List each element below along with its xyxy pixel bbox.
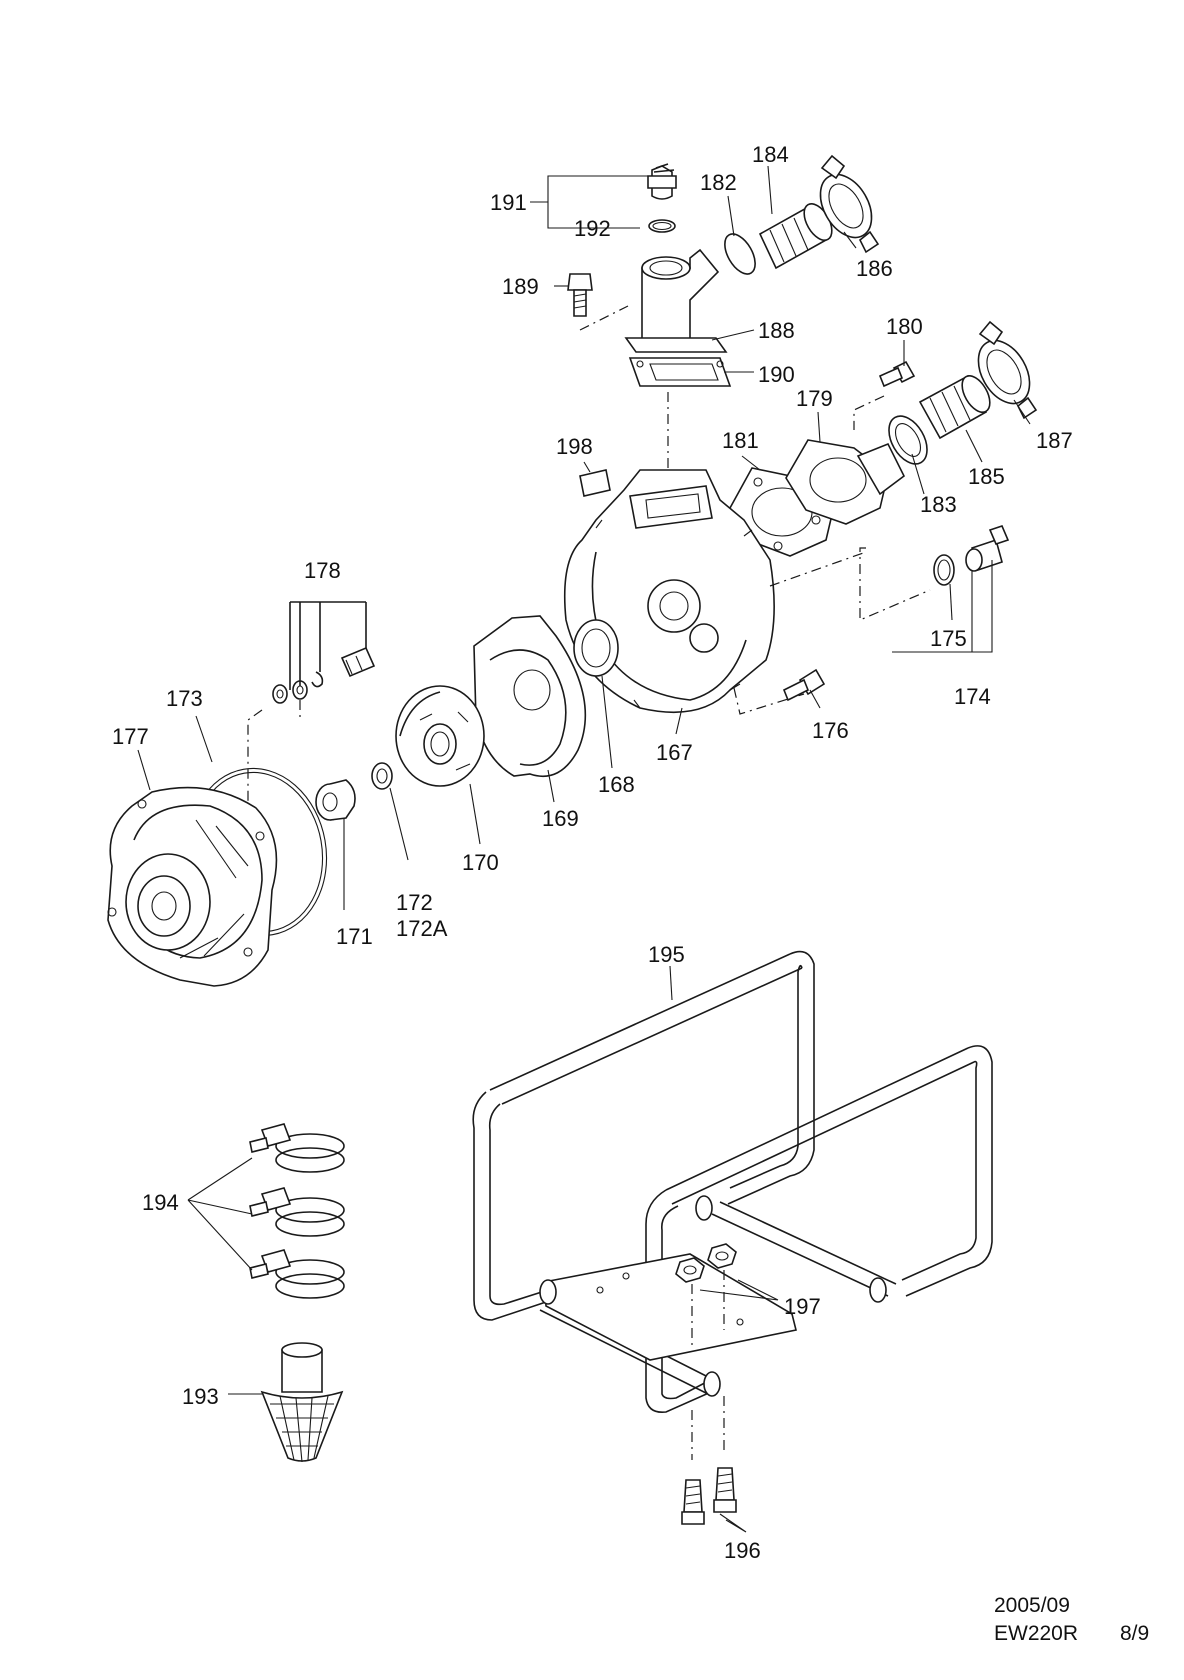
- label-186: 186: [856, 256, 893, 281]
- part-188-outlet-elbow: [624, 248, 728, 353]
- part-174-drain-plug: [965, 525, 1010, 572]
- part-197-nuts: [675, 1243, 737, 1283]
- part-192-oring: [648, 219, 676, 233]
- label-168: 168: [598, 772, 635, 797]
- label-198: 198: [556, 434, 593, 459]
- leader-lines: [137, 165, 1031, 1533]
- label-197: 197: [784, 1294, 821, 1319]
- label-188: 188: [758, 318, 795, 343]
- label-187: 187: [1036, 428, 1073, 453]
- part-193-strainer: [260, 1342, 344, 1463]
- part-172-shim: [371, 762, 393, 790]
- part-178-bolt-set: [272, 646, 376, 704]
- footer-date: 2005/09: [994, 1594, 1070, 1617]
- label-174: 174: [954, 684, 991, 709]
- part-190-gasket: [628, 357, 732, 387]
- label-180: 180: [886, 314, 923, 339]
- label-189: 189: [502, 274, 539, 299]
- label-169: 169: [542, 806, 579, 831]
- label-190: 190: [758, 362, 795, 387]
- part-195-frame: [472, 950, 993, 1414]
- part-194-hose-clamps: [249, 1123, 345, 1299]
- part-177-cover: [107, 786, 278, 987]
- part-189-bolt: [567, 273, 593, 317]
- label-184: 184: [752, 142, 789, 167]
- label-179: 179: [796, 386, 833, 411]
- label-196: 196: [724, 1538, 761, 1563]
- footer-model: EW220R: [994, 1622, 1079, 1645]
- part-180-bolt: [878, 360, 916, 388]
- part-196-bolts: [681, 1467, 737, 1525]
- part-184-hose-connector: [758, 203, 833, 270]
- part-187-coupling-nut: [977, 320, 1038, 420]
- label-178: 178: [304, 558, 341, 583]
- part-186-coupling-nut: [819, 154, 880, 254]
- part-170-impeller: [395, 685, 485, 787]
- part-179-flange: [785, 439, 906, 525]
- part-183-seal: [888, 415, 928, 465]
- label-191: 191: [490, 190, 527, 215]
- label-183: 183: [920, 492, 957, 517]
- part-198-label: [579, 469, 611, 497]
- part-169-volute: [473, 615, 587, 778]
- label-177: 177: [112, 724, 149, 749]
- label-192: 192: [574, 216, 611, 241]
- part-185-hose-connector: [918, 374, 991, 440]
- part-171-bushing: [315, 779, 356, 821]
- label-170: 170: [462, 850, 499, 875]
- part-labels: 191 192 182 184 186 189 188 190 180 179 …: [112, 142, 1073, 1563]
- label-176: 176: [812, 718, 849, 743]
- label-167: 167: [656, 740, 693, 765]
- part-175-oring: [933, 554, 955, 586]
- part-182-seal: [724, 233, 756, 275]
- part-168-seal: [573, 619, 619, 677]
- part-176-bolt: [782, 668, 826, 702]
- label-195: 195: [648, 942, 685, 967]
- label-172: 172: [396, 890, 433, 915]
- label-194: 194: [142, 1190, 179, 1215]
- label-171: 171: [336, 924, 373, 949]
- label-185: 185: [968, 464, 1005, 489]
- label-175: 175: [930, 626, 967, 651]
- footer-page: 8/9: [1120, 1622, 1150, 1645]
- label-193: 193: [182, 1384, 219, 1409]
- label-172a: 172A: [396, 916, 448, 941]
- label-173: 173: [166, 686, 203, 711]
- part-191-plug: [647, 163, 677, 200]
- label-182: 182: [700, 170, 737, 195]
- label-181: 181: [722, 428, 759, 453]
